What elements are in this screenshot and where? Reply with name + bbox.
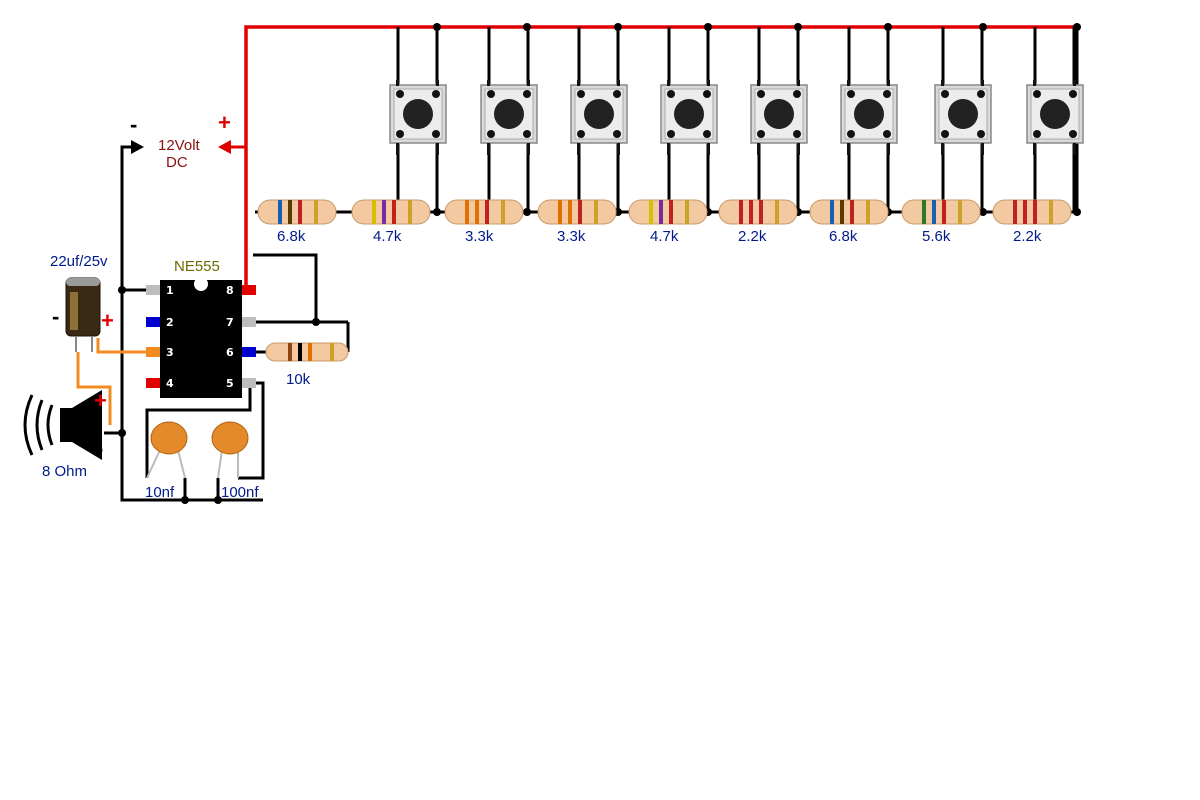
timing-resistor bbox=[265, 342, 349, 362]
push-button bbox=[934, 27, 992, 212]
speaker-positive-wire bbox=[76, 352, 112, 425]
electrolytic-plus-sign: + bbox=[101, 308, 114, 333]
ladder-resistor bbox=[992, 199, 1072, 225]
resistor-label: 4.7k bbox=[650, 228, 679, 245]
ladder-resistor-labels: 6.8k 4.7k 3.3k 3.3k 4.7k 2.2k 6.8k 5.6k … bbox=[277, 228, 1042, 245]
power-label-line1: 12Volt bbox=[158, 137, 201, 154]
push-button bbox=[480, 27, 538, 212]
resistor-label: 3.3k bbox=[465, 228, 494, 245]
ladder-resistor bbox=[628, 199, 708, 225]
electrolytic-capacitor bbox=[65, 277, 101, 352]
push-buttons bbox=[389, 27, 1084, 212]
power-label-line2: DC bbox=[166, 154, 188, 171]
push-button bbox=[660, 27, 718, 212]
resistor-label: 4.7k bbox=[373, 228, 402, 245]
pin-2: 2 bbox=[166, 316, 174, 329]
speaker-icon bbox=[23, 390, 102, 460]
ladder-resistor bbox=[809, 199, 889, 225]
ladder-resistor bbox=[444, 199, 524, 225]
ladder-resistor bbox=[351, 199, 431, 225]
cap-100nf-label: 100nf bbox=[221, 484, 259, 501]
ic-name: NE555 bbox=[174, 258, 220, 275]
ladder-resistors bbox=[257, 199, 1072, 225]
positive-arrow-icon bbox=[218, 140, 231, 154]
power-plus-sign: + bbox=[218, 110, 231, 135]
resistor-label: 5.6k bbox=[922, 228, 951, 245]
output-wire bbox=[96, 338, 150, 354]
cap-10nf-label: 10nf bbox=[145, 484, 175, 501]
pin-7: 7 bbox=[226, 316, 234, 329]
speaker-plus-sign: + bbox=[94, 388, 107, 413]
push-button bbox=[389, 27, 447, 212]
speaker-minus-sign: - bbox=[96, 436, 103, 461]
ladder-resistor bbox=[901, 199, 981, 225]
speaker-label: 8 Ohm bbox=[42, 463, 87, 480]
ladder-resistor bbox=[257, 199, 337, 225]
ne555-chip bbox=[146, 277, 256, 398]
push-button bbox=[570, 27, 628, 212]
electrolytic-minus-sign: - bbox=[52, 304, 59, 329]
resistor-label: 2.2k bbox=[1013, 228, 1042, 245]
push-button bbox=[1026, 27, 1084, 212]
timing-resistor-value: 10k bbox=[286, 371, 311, 388]
pin-1: 1 bbox=[166, 284, 174, 297]
resistor-label: 2.2k bbox=[738, 228, 767, 245]
node-dots bbox=[118, 23, 1081, 504]
push-button bbox=[750, 27, 808, 212]
power-minus-sign: - bbox=[130, 112, 137, 137]
push-button bbox=[840, 27, 898, 212]
resistor-label: 6.8k bbox=[277, 228, 306, 245]
pin-4: 4 bbox=[166, 377, 174, 390]
negative-arrow-icon bbox=[131, 140, 144, 154]
ceramic-capacitor-10nf bbox=[146, 421, 188, 479]
ladder-resistor bbox=[718, 199, 798, 225]
ladder-resistor bbox=[537, 199, 617, 225]
resistor-label: 3.3k bbox=[557, 228, 586, 245]
pin-3: 3 bbox=[166, 346, 174, 359]
resistor-label: 6.8k bbox=[829, 228, 858, 245]
pin-5: 5 bbox=[226, 377, 234, 390]
ceramic-capacitor-100nf bbox=[211, 421, 249, 479]
electrolytic-label: 22uf/25v bbox=[50, 253, 108, 270]
pin-8: 8 bbox=[226, 284, 234, 297]
pin-6: 6 bbox=[226, 346, 234, 359]
